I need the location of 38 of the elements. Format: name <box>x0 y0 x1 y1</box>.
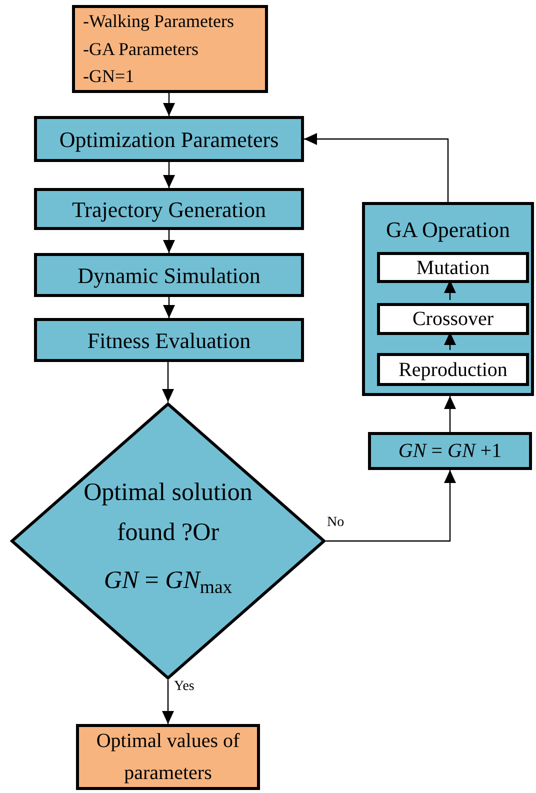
process-box <box>34 116 304 162</box>
arrow <box>163 230 175 253</box>
box-label: Optimal solution found ?Or <box>82 478 254 548</box>
process-box <box>76 724 260 790</box>
process-box <box>72 5 268 93</box>
box-label: Optimal values of parameters <box>95 729 241 786</box>
process-box <box>377 252 529 283</box>
process-box <box>377 353 529 386</box>
process-box <box>377 303 529 335</box>
box-label: -GA Parameters <box>83 38 198 60</box>
box-label: Crossover <box>412 307 494 332</box>
arrow <box>304 133 449 202</box>
arrow <box>163 93 175 116</box>
group-title: GA Operation <box>386 216 510 244</box>
process-box <box>34 188 304 230</box>
arrow <box>163 297 175 318</box>
process-box <box>34 253 304 297</box>
arrow <box>326 470 456 542</box>
box-label: GN = GN$_{max}$ <box>104 566 232 600</box>
arrow <box>162 680 174 724</box>
group-box <box>362 202 534 396</box>
box-label: Trajectory Generation <box>72 196 266 224</box>
box-label: GN = GN +1 <box>398 439 502 464</box>
box-label: Optimization Parameters <box>59 126 279 154</box>
box-label: Reproduction <box>398 358 508 382</box>
box-label: Mutation <box>416 256 490 280</box>
arrow <box>163 162 175 188</box>
arrow <box>444 396 456 432</box>
decision-diamond <box>10 402 326 680</box>
arrow <box>444 280 456 300</box>
process-box <box>368 432 532 470</box>
box-label: Dynamic Simulation <box>78 262 260 290</box>
box-label: -GN=1 <box>83 65 134 88</box>
box-label: -Walking Parameters <box>83 10 234 33</box>
arrow <box>444 332 456 350</box>
box-label: Fitness Evaluation <box>87 326 251 354</box>
arrow <box>162 362 174 402</box>
process-box <box>34 318 304 362</box>
